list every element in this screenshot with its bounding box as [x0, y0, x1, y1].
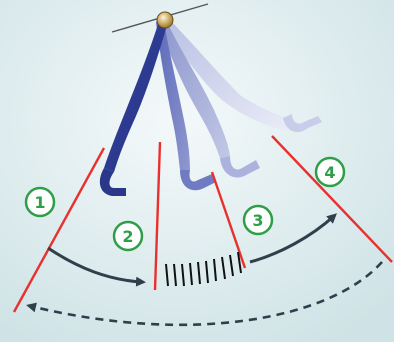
- position-label-2: 2: [114, 222, 142, 250]
- svg-text:2: 2: [122, 227, 133, 246]
- svg-text:3: 3: [252, 211, 263, 230]
- svg-text:1: 1: [34, 193, 45, 212]
- pivot-icon: [157, 12, 173, 28]
- position-label-1: 1: [26, 188, 54, 216]
- position-label-3: 3: [244, 206, 272, 234]
- position-label-4: 4: [316, 158, 344, 186]
- svg-text:4: 4: [324, 163, 335, 182]
